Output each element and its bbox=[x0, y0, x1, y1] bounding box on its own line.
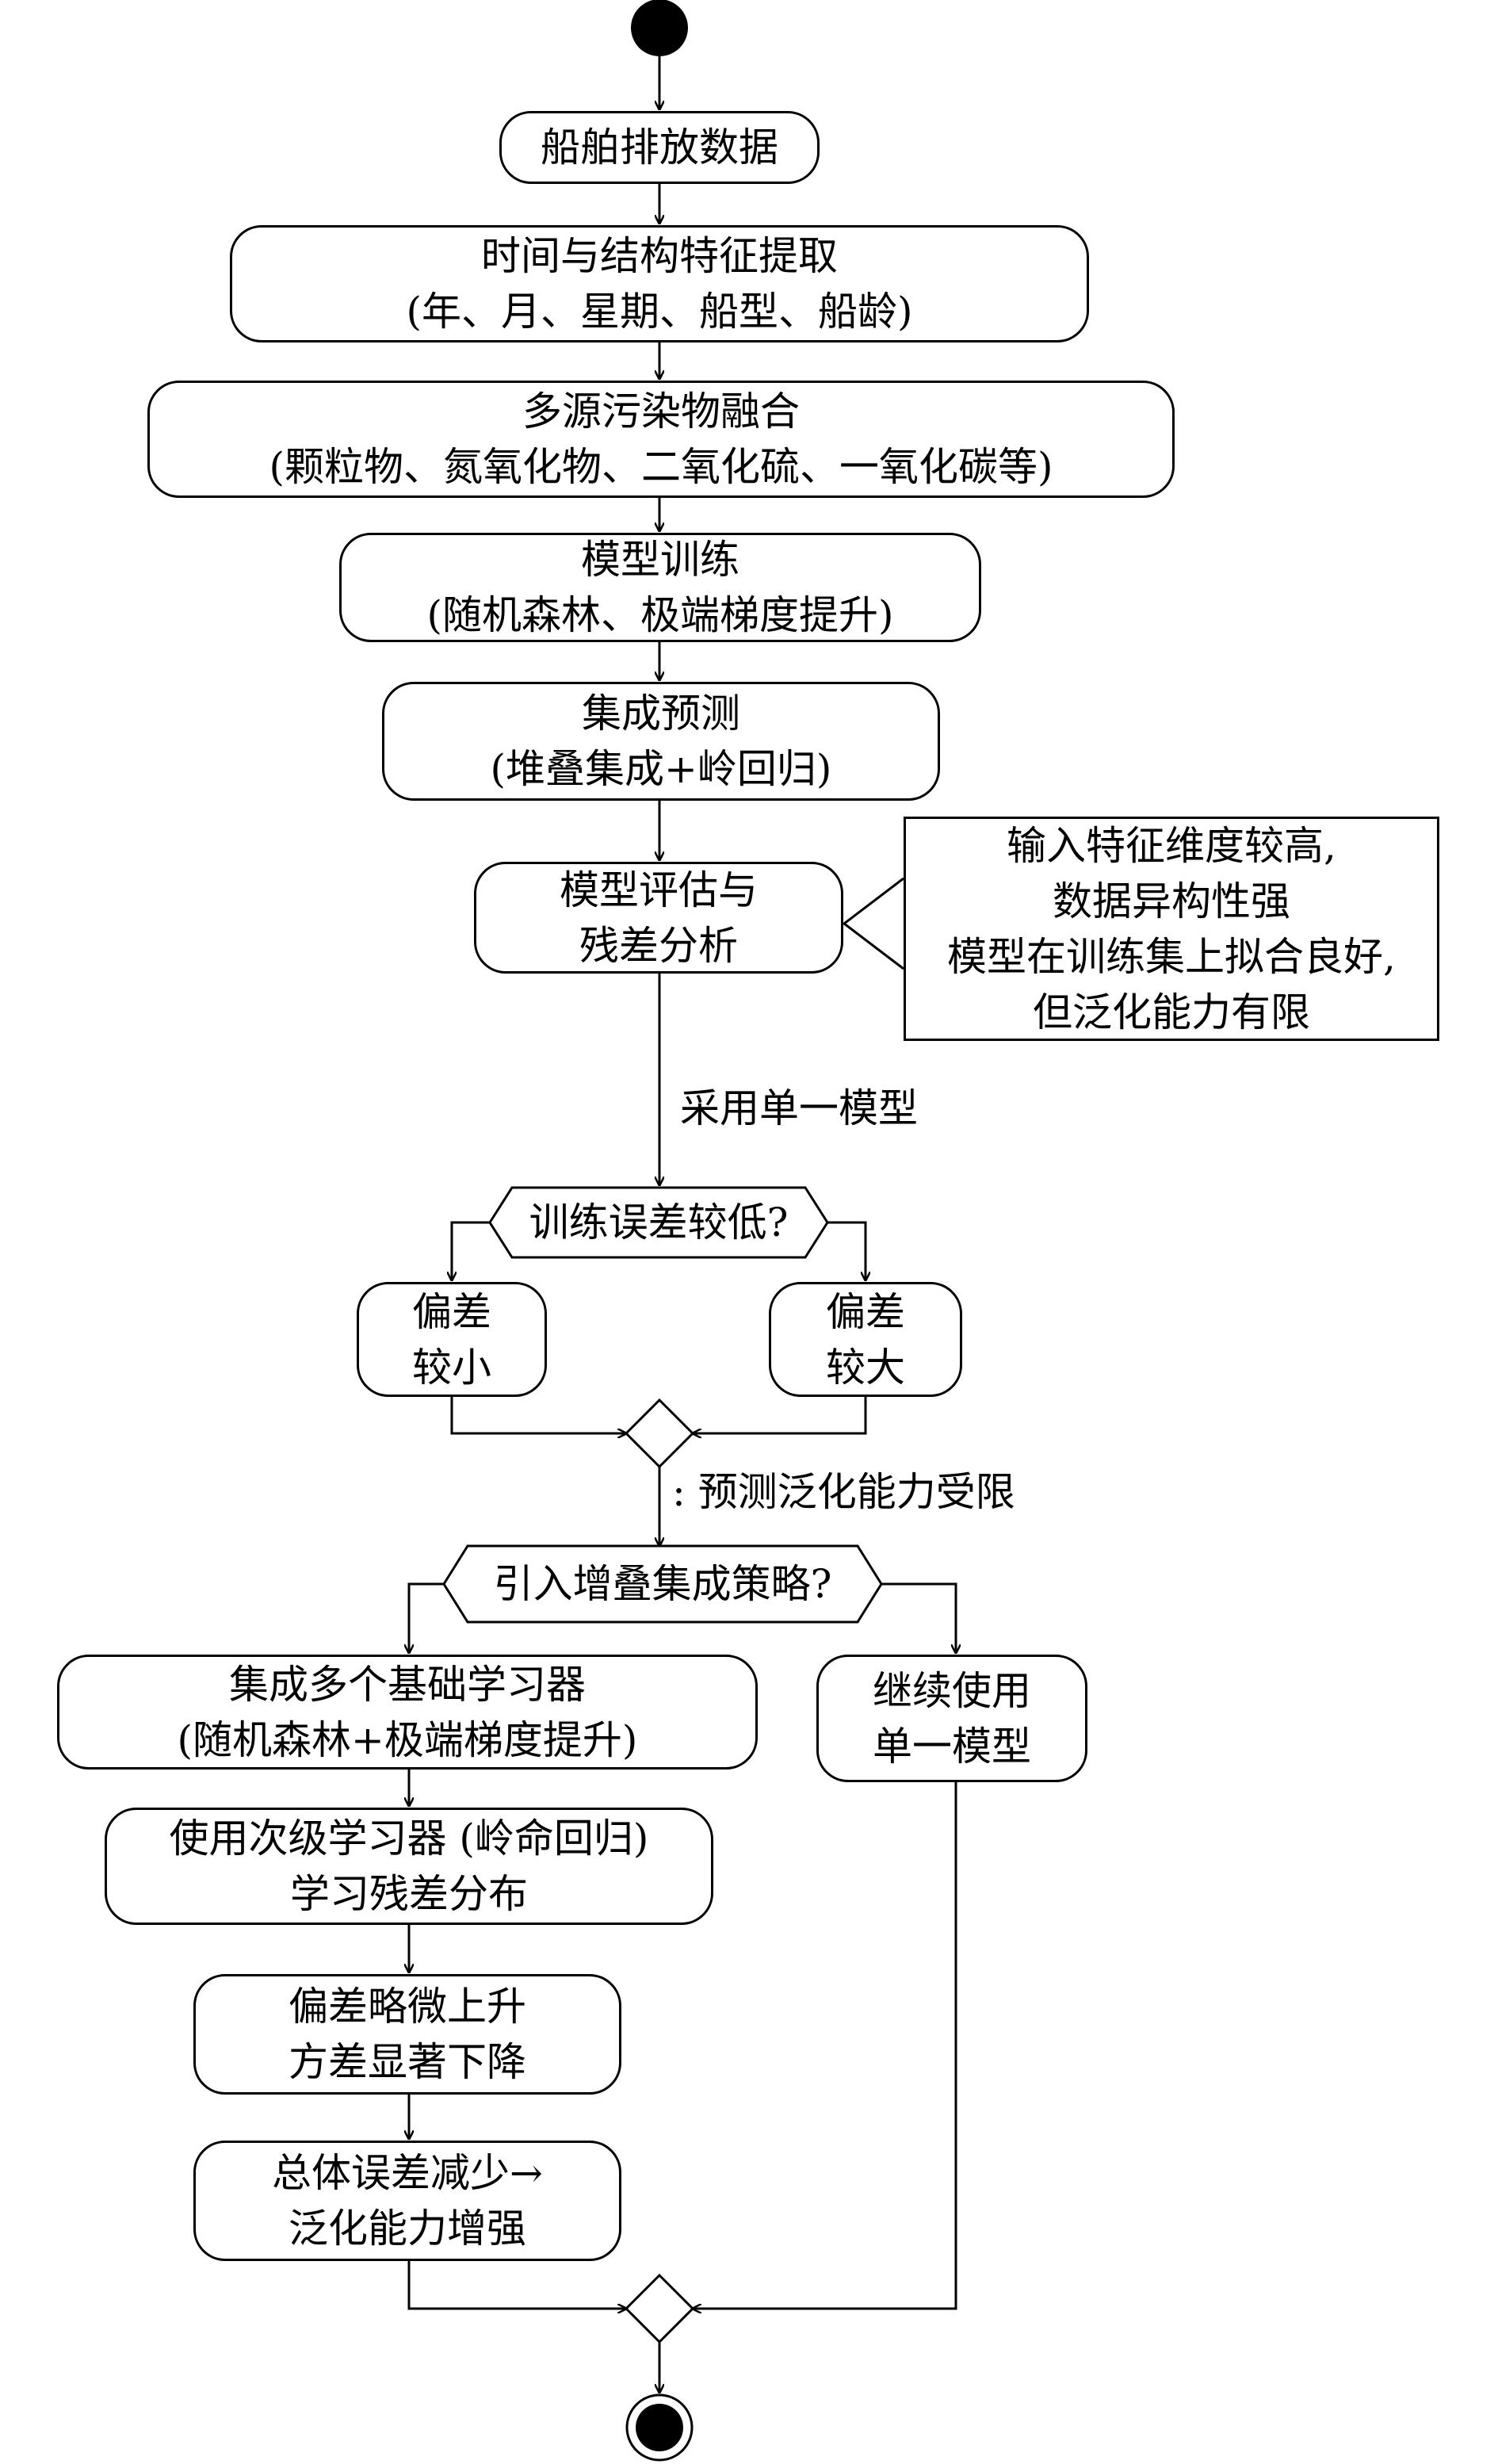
note-line4: 但泛化能力有限 bbox=[1033, 989, 1310, 1035]
edge-m1-right bbox=[693, 1397, 867, 1433]
node-text-line2: 泛化能力增强 bbox=[289, 2206, 526, 2252]
start-node bbox=[631, 0, 688, 56]
node-text-line2: 单一模型 bbox=[873, 1723, 1031, 1770]
node-text-line1: 多源污染物融合 bbox=[522, 388, 800, 434]
node-ship-emission-data: 船舶排放数据 bbox=[499, 111, 820, 184]
edge-d2-right bbox=[881, 1582, 956, 1653]
note-model-evaluation: 输入特征维度较高, 数据异构性强 模型在训练集上拟合良好, 但泛化能力有限 bbox=[904, 817, 1439, 1041]
node-text-line2: 残差分析 bbox=[579, 922, 738, 969]
node-bias-large: 偏差 较大 bbox=[769, 1282, 962, 1397]
node-bias-small: 偏差 较小 bbox=[357, 1282, 547, 1397]
edge-label-text: 采用单一模型 bbox=[680, 1085, 918, 1131]
node-text-line2: 学习残差分布 bbox=[290, 1871, 528, 1917]
decision-text: 训练误差较低? bbox=[529, 1199, 789, 1245]
node-model-evaluation: 模型评估与 残差分析 bbox=[474, 862, 843, 974]
note-line1: 输入特征维度较高, bbox=[1007, 822, 1336, 869]
edge-label-generalization-limited: : 预测泛化能力受限 bbox=[672, 1468, 1015, 1516]
node-text-line2: 较大 bbox=[826, 1344, 905, 1391]
node-pollutant-fusion: 多源污染物融合 (颗粒物、氮氧化物、二氧化硫、一氧化碳等) bbox=[147, 381, 1175, 498]
node-secondary-learner: 使用次级学习器 (岭命回归) 学习残差分布 bbox=[105, 1808, 713, 1925]
end-node-dot bbox=[636, 2404, 683, 2451]
merge-diamond-2 bbox=[624, 2273, 695, 2344]
node-ensemble-prediction: 集成预测 (堆叠集成+岭回归) bbox=[382, 682, 940, 801]
edge-d1-right bbox=[827, 1221, 866, 1280]
node-text-line1: 总体误差减少→ bbox=[272, 2150, 543, 2196]
node-text-line1: 模型训练 bbox=[581, 537, 739, 583]
node-text-line2: (随机森林+极端梯度提升) bbox=[177, 1716, 638, 1763]
node-text-line1: 继续使用 bbox=[873, 1667, 1031, 1714]
node-text: 船舶排放数据 bbox=[541, 124, 778, 170]
edge-label-text: : 预测泛化能力受限 bbox=[672, 1469, 1015, 1515]
node-text-line1: 偏差 bbox=[412, 1288, 491, 1335]
node-text-line2: (颗粒物、氮氧化物、二氧化硫、一氧化碳等) bbox=[269, 444, 1053, 490]
edge-label-single-model: 采用单一模型 bbox=[680, 1085, 918, 1132]
node-text-line2: (年、月、星期、船型、船龄) bbox=[406, 289, 913, 335]
node-feature-extraction: 时间与结构特征提取 (年、月、星期、船型、船龄) bbox=[230, 225, 1089, 342]
node-text-line1: 偏差略微上升 bbox=[289, 1984, 526, 2030]
node-text-line1: 模型评估与 bbox=[560, 867, 758, 913]
decision-shape-stacking bbox=[442, 1544, 883, 1624]
note-line3: 模型在训练集上拟合良好, bbox=[947, 933, 1396, 980]
node-text-line2: 方差显著下降 bbox=[289, 2039, 526, 2085]
edge-m2-left bbox=[407, 2261, 626, 2309]
node-text-line1: 使用次级学习器 (岭命回归) bbox=[169, 1815, 649, 1861]
decision-text: 引入增叠集成策略? bbox=[493, 1561, 832, 1607]
node-model-training: 模型训练 (随机森林、极端梯度提升) bbox=[339, 533, 981, 642]
node-bias-variance: 偏差略微上升 方差显著下降 bbox=[193, 1974, 621, 2095]
node-ensemble-learners: 集成多个基础学习器 (随机森林+极端梯度提升) bbox=[57, 1655, 758, 1770]
merge-diamond-1 bbox=[624, 1398, 695, 1469]
decision-training-error: 训练误差较低? bbox=[512, 1199, 805, 1246]
edge-d2-left bbox=[409, 1582, 444, 1653]
node-text-line1: 偏差 bbox=[826, 1288, 905, 1335]
node-text-line2: 较小 bbox=[412, 1344, 491, 1391]
decision-stacking-strategy: 引入增叠集成策略? bbox=[468, 1560, 858, 1608]
edge-m2-right bbox=[693, 1782, 957, 2309]
node-text-line1: 集成多个基础学习器 bbox=[229, 1661, 586, 1708]
node-total-error: 总体误差减少→ 泛化能力增强 bbox=[193, 2141, 621, 2261]
edge-d1-left bbox=[452, 1221, 490, 1280]
note-line2: 数据异构性强 bbox=[1053, 878, 1290, 924]
node-text-line2: (堆叠集成+岭回归) bbox=[490, 746, 832, 792]
node-text-line1: 时间与结构特征提取 bbox=[481, 233, 838, 279]
node-continue-single-model: 继续使用 单一模型 bbox=[816, 1655, 1087, 1782]
note-connector bbox=[842, 877, 904, 970]
node-text-line2: (随机森林、极端梯度提升) bbox=[426, 592, 894, 638]
node-text-line1: 集成预测 bbox=[582, 691, 740, 737]
edge-m1-left bbox=[450, 1397, 626, 1433]
decision-shape-training-error bbox=[488, 1186, 829, 1259]
